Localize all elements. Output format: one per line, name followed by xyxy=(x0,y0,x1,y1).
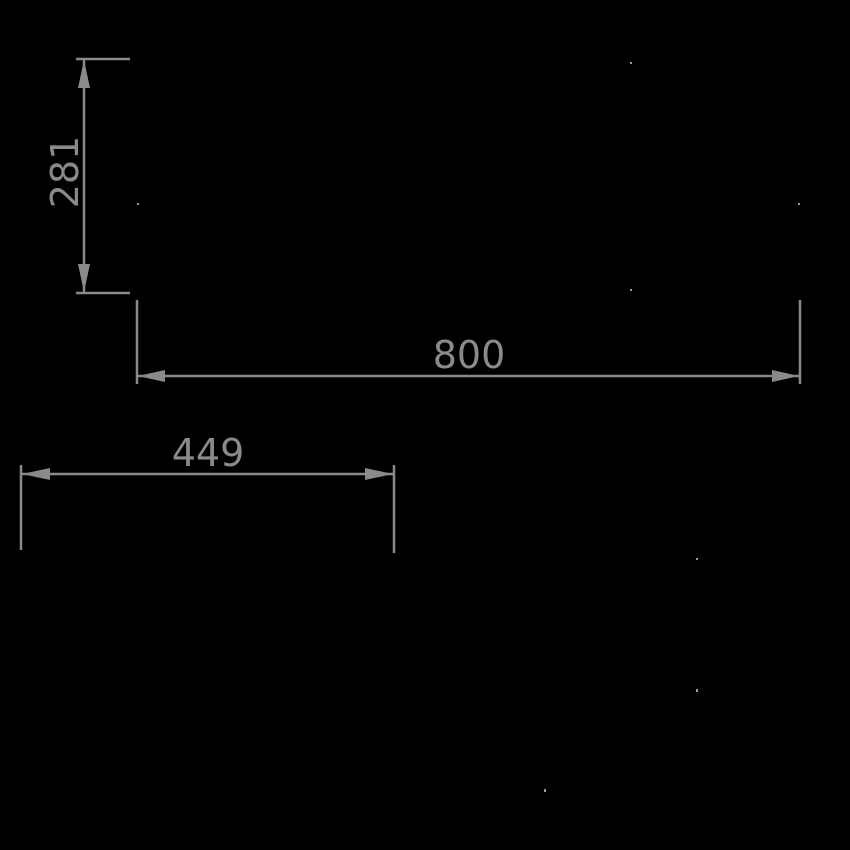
point-marker xyxy=(798,203,800,205)
dimension-label-281: 281 xyxy=(43,136,87,209)
arrow-down-icon xyxy=(78,264,90,292)
dimension-label-800: 800 xyxy=(433,333,506,377)
point-marker xyxy=(696,689,698,692)
arrow-left-icon xyxy=(22,468,50,480)
reference-points xyxy=(137,62,800,792)
arrow-up-icon xyxy=(78,60,90,88)
dimension-449: 449 xyxy=(19,431,396,553)
arrow-right-icon xyxy=(772,370,799,382)
point-marker xyxy=(630,62,632,64)
arrow-left-icon xyxy=(138,370,165,382)
dimension-281: 281 xyxy=(43,57,130,295)
dimension-label-449: 449 xyxy=(172,431,245,475)
point-marker xyxy=(696,558,698,560)
dimension-800: 800 xyxy=(135,300,802,384)
point-marker xyxy=(544,789,546,792)
point-marker xyxy=(630,289,632,291)
point-marker xyxy=(137,203,139,205)
arrow-right-icon xyxy=(365,468,393,480)
